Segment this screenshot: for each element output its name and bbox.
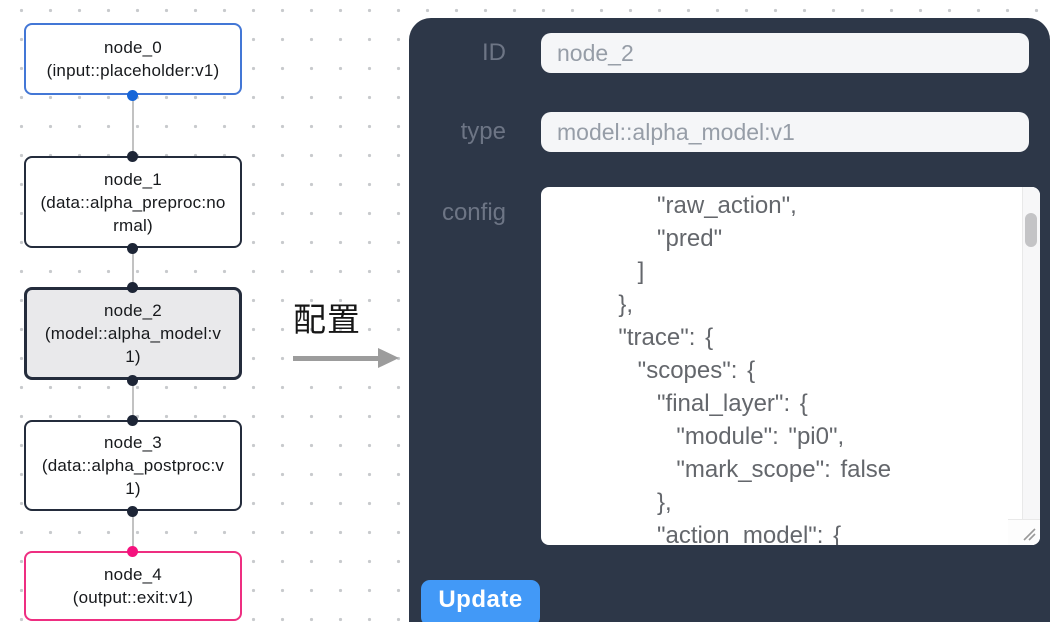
configure-transition: 配置 bbox=[293, 293, 399, 368]
update-button[interactable]: Update bbox=[421, 580, 540, 622]
port-node1-out[interactable] bbox=[127, 243, 138, 254]
config-textarea[interactable]: "raw_action", "pred" ] }, "trace": { "sc… bbox=[541, 187, 1040, 545]
edge-node0-node1 bbox=[132, 95, 134, 156]
node-1-label: node_1 (data::alpha_preproc:normal) bbox=[40, 169, 226, 235]
config-field-label: config bbox=[441, 199, 506, 226]
node-4[interactable]: node_4 (output::exit:v1) bbox=[24, 551, 242, 621]
port-node0-out[interactable] bbox=[127, 90, 138, 101]
node-2-selected[interactable]: node_2 (model::alpha_model:v1) bbox=[24, 287, 242, 380]
port-node2-in[interactable] bbox=[127, 282, 138, 293]
edge-node2-node3 bbox=[132, 380, 134, 420]
resize-grip-icon bbox=[1023, 528, 1036, 541]
textarea-resize-handle[interactable] bbox=[1008, 519, 1040, 545]
node-2-label: node_2 (model::alpha_model:v1) bbox=[44, 301, 222, 366]
edge-node3-node4 bbox=[132, 511, 134, 551]
id-input[interactable] bbox=[541, 33, 1029, 73]
port-node4-in[interactable] bbox=[127, 546, 138, 557]
node-config-panel: ID type config "raw_action", "pred" ] },… bbox=[409, 18, 1050, 622]
right-arrow-icon bbox=[293, 348, 399, 368]
port-node3-out[interactable] bbox=[127, 506, 138, 517]
node-1[interactable]: node_1 (data::alpha_preproc:normal) bbox=[24, 156, 242, 248]
config-scrollbar-thumb[interactable] bbox=[1025, 213, 1037, 247]
configure-label: 配置 bbox=[293, 301, 361, 338]
node-3[interactable]: node_3 (data::alpha_postproc:v1) bbox=[24, 420, 242, 511]
port-node3-in[interactable] bbox=[127, 415, 138, 426]
id-field-label: ID bbox=[482, 39, 506, 66]
node-4-label: node_4 (output::exit:v1) bbox=[72, 565, 194, 607]
type-field-label: type bbox=[460, 118, 506, 145]
node-0-label: node_0 (input::placeholder:v1) bbox=[46, 38, 220, 80]
type-input[interactable] bbox=[541, 112, 1029, 152]
edge-node1-node2 bbox=[132, 248, 134, 287]
node-0[interactable]: node_0 (input::placeholder:v1) bbox=[24, 23, 242, 95]
config-scrollbar-track[interactable] bbox=[1022, 187, 1040, 545]
config-json-text: "raw_action", "pred" ] }, "trace": { "sc… bbox=[618, 192, 892, 545]
port-node1-in[interactable] bbox=[127, 151, 138, 162]
node-3-label: node_3 (data::alpha_postproc:v1) bbox=[41, 433, 225, 498]
port-node2-out[interactable] bbox=[127, 375, 138, 386]
